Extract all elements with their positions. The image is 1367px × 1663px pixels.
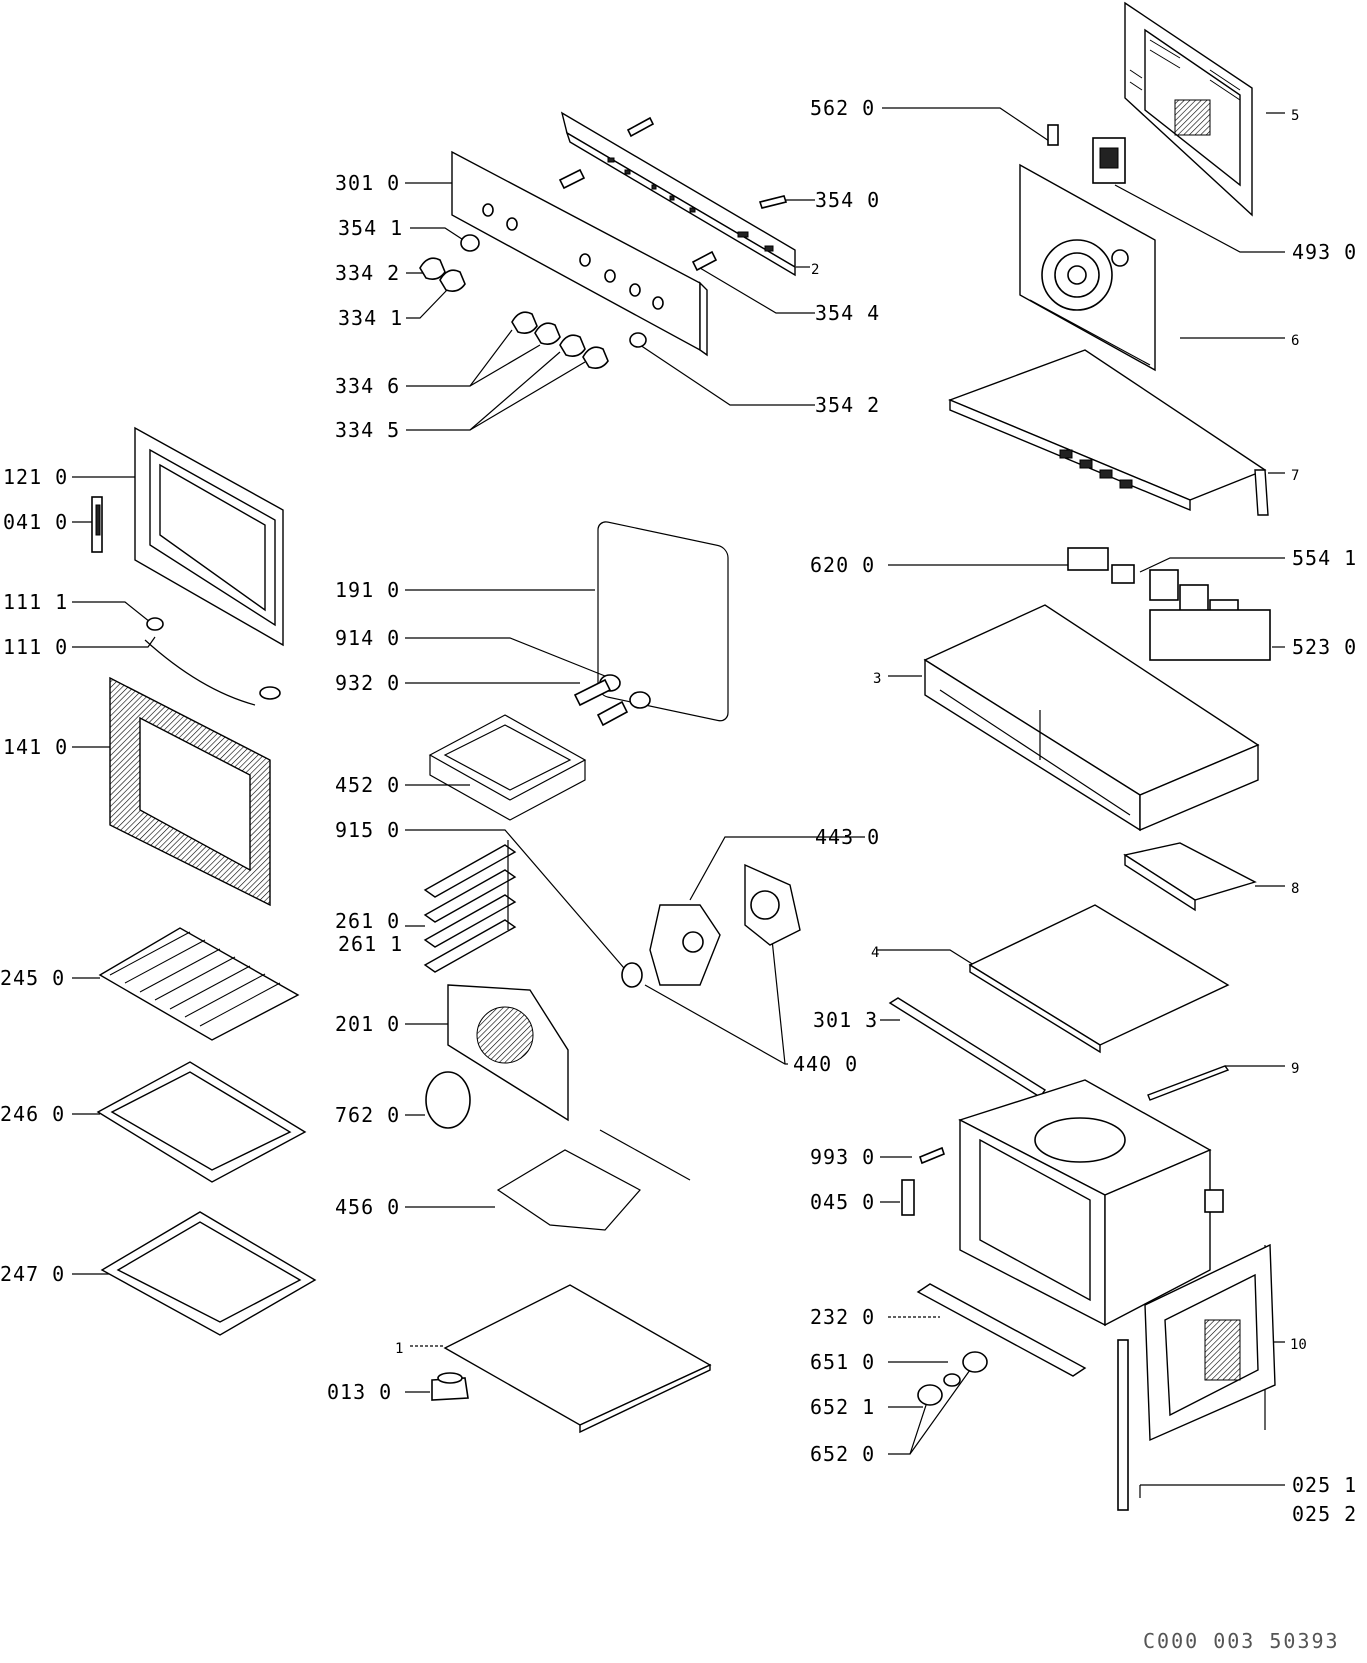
- trays-drawing: [96, 927, 317, 1336]
- part-label-652-0: 652 0: [810, 1442, 876, 1466]
- housing-drawing: [923, 547, 1271, 832]
- part-label-334-2: 334 2: [335, 261, 401, 285]
- part-label-261-0: 261 0: [335, 909, 401, 933]
- part-label-993-0: 993 0: [810, 1145, 876, 1169]
- part-label-3: 3: [873, 671, 882, 687]
- part-label-334-1: 334 1: [338, 306, 404, 330]
- part-label-2: 2: [811, 262, 820, 278]
- part-label-045-0: 045 0: [810, 1190, 876, 1214]
- part-label-354-0: 354 0: [815, 188, 881, 212]
- part-label-191-0: 191 0: [335, 578, 401, 602]
- part-label-651-0: 651 0: [810, 1350, 876, 1374]
- part-label-440-0: 440 0: [793, 1052, 859, 1076]
- part-label-6: 6: [1291, 333, 1300, 349]
- door-drawing: [91, 426, 284, 907]
- oven-cavity-drawing: [901, 1079, 1276, 1511]
- part-label-8: 8: [1291, 881, 1300, 897]
- part-label-041-0: 041 0: [3, 510, 69, 534]
- part-label-201-0: 201 0: [335, 1012, 401, 1036]
- rear-panels-drawing: [948, 1, 1269, 516]
- part-label-9: 9: [1291, 1061, 1300, 1077]
- part-label-354-4: 354 4: [815, 301, 881, 325]
- part-label-013-0: 013 0: [327, 1380, 393, 1404]
- heating-elements-drawing: [423, 521, 801, 1434]
- part-label-246-0: 246 0: [0, 1102, 66, 1126]
- control-panel-drawing: [419, 111, 796, 369]
- part-label-452-0: 452 0: [335, 773, 401, 797]
- part-label-7: 7: [1291, 468, 1300, 484]
- part-label-523-0: 523 0: [1292, 635, 1358, 659]
- side-rails-drawing: [888, 842, 1257, 1101]
- part-label-261-1: 261 1: [338, 932, 404, 956]
- part-label-652-1: 652 1: [810, 1395, 876, 1419]
- part-label-334-6: 334 6: [335, 374, 401, 398]
- part-label-121-0: 121 0: [3, 465, 69, 489]
- part-label-232-0: 232 0: [810, 1305, 876, 1329]
- part-label-334-5: 334 5: [335, 418, 401, 442]
- part-label-141-0: 141 0: [3, 735, 69, 759]
- part-label-247-0: 247 0: [0, 1262, 66, 1286]
- part-label-562-0: 562 0: [810, 96, 876, 120]
- part-label-111-0: 111 0: [3, 635, 69, 659]
- part-label-354-1: 354 1: [338, 216, 404, 240]
- part-label-5: 5: [1291, 108, 1300, 124]
- part-label-1: 1: [395, 1341, 404, 1357]
- part-label-301-0: 301 0: [335, 171, 401, 195]
- part-label-915-0: 915 0: [335, 818, 401, 842]
- leader-lines: [72, 107, 1285, 1498]
- part-label-456-0: 456 0: [335, 1195, 401, 1219]
- part-label-354-2: 354 2: [815, 393, 881, 417]
- part-label-932-0: 932 0: [335, 671, 401, 695]
- part-label-111-1: 111 1: [3, 590, 69, 614]
- footer-code: C000 003 50393: [1143, 1629, 1340, 1653]
- part-label-4: 4: [871, 945, 880, 961]
- part-label-245-0: 245 0: [0, 966, 66, 990]
- part-label-301-3: 301 3: [813, 1008, 879, 1032]
- part-label-443-0: 443 0: [815, 825, 881, 849]
- part-label-025-1: 025 1: [1292, 1473, 1358, 1497]
- part-label-025-2: 025 2: [1292, 1502, 1358, 1526]
- part-label-620-0: 620 0: [810, 553, 876, 577]
- part-label-10: 10: [1290, 1337, 1307, 1353]
- part-label-493-0: 493 0: [1292, 240, 1358, 264]
- part-label-914-0: 914 0: [335, 626, 401, 650]
- part-label-762-0: 762 0: [335, 1103, 401, 1127]
- part-label-554-1: 554 1: [1292, 546, 1358, 570]
